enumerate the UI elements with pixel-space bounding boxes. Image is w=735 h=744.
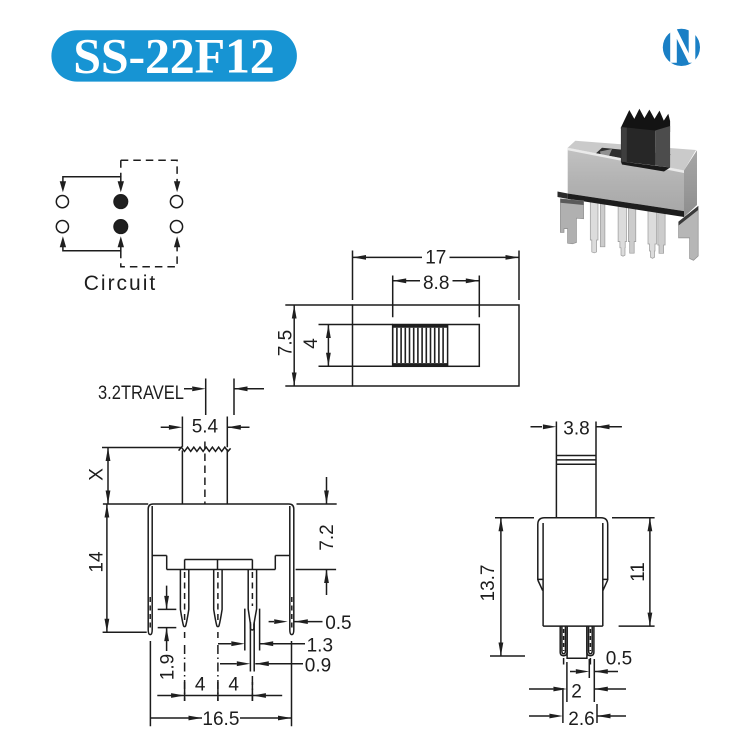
svg-text:SS-22F12: SS-22F12 [73, 28, 275, 84]
svg-text:13.7: 13.7 [478, 565, 499, 602]
svg-text:4: 4 [195, 675, 206, 696]
svg-text:7.5: 7.5 [276, 330, 297, 356]
svg-text:1.9: 1.9 [158, 654, 179, 680]
svg-text:Circuit: Circuit [84, 272, 158, 295]
svg-text:2: 2 [571, 682, 582, 703]
svg-text:3.8: 3.8 [563, 418, 589, 439]
svg-text:1.3: 1.3 [307, 635, 333, 656]
svg-text:11: 11 [628, 562, 649, 582]
svg-text:3.2TRAVEL: 3.2TRAVEL [98, 383, 184, 404]
svg-text:17: 17 [425, 248, 446, 269]
svg-text:0.5: 0.5 [606, 649, 632, 670]
svg-text:14: 14 [87, 551, 108, 573]
svg-text:5.4: 5.4 [192, 417, 219, 438]
svg-text:0.9: 0.9 [305, 656, 331, 677]
svg-text:7.2: 7.2 [317, 524, 338, 550]
svg-text:0.5: 0.5 [325, 613, 351, 634]
svg-text:16.5: 16.5 [202, 709, 239, 730]
svg-text:2.6: 2.6 [568, 709, 594, 730]
svg-text:X: X [87, 468, 108, 481]
svg-text:8.8: 8.8 [423, 273, 449, 294]
svg-text:4: 4 [301, 338, 322, 349]
svg-text:4: 4 [228, 675, 239, 696]
